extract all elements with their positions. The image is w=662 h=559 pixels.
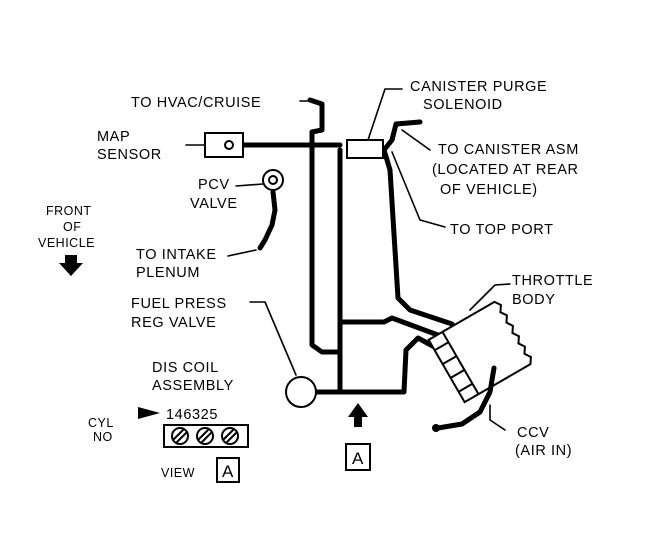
view-arrow-letter: A [352, 449, 364, 468]
cyl-label-line2: NO [93, 430, 113, 444]
front-label-line3: VEHICLE [38, 236, 95, 250]
fuel-label-line2: REG VALVE [131, 315, 216, 331]
map-label-line1: MAP [97, 129, 130, 145]
view-a-up-arrow-icon [348, 403, 368, 427]
pcv-valve-core [268, 175, 278, 185]
solenoid-leader [367, 88, 403, 141]
fuel-label-line1: FUEL PRESS [131, 296, 227, 312]
pcv-valve [262, 169, 284, 191]
canister-purge-solenoid [346, 139, 384, 159]
intake-label-line2: PLENUM [136, 265, 200, 281]
hvac-cruise-hose [307, 97, 343, 355]
canister-asm-leader [401, 129, 431, 151]
dis-label-line2: ASSEMBLY [152, 378, 234, 394]
coil-tower-3 [221, 427, 239, 445]
coil-tower-1 [171, 427, 189, 445]
canister-asm-hose [381, 119, 423, 153]
ccv-hose-end [432, 424, 440, 432]
canister-asm-label-line3: OF VEHICLE) [440, 182, 538, 198]
canister-purge-label-line1: CANISTER PURGE [410, 79, 547, 95]
cyl-firing-order: 146325 [166, 407, 218, 423]
ccv-label-line2: (AIR IN) [515, 443, 572, 459]
map-label-line2: SENSOR [97, 147, 162, 163]
canister-asm-label-line2: (LOCATED AT REAR [432, 162, 579, 178]
dis-label-line1: DIS COIL [152, 360, 219, 376]
purge-to-throttle-hose [381, 147, 455, 327]
front-label-line2: OF [63, 220, 81, 234]
pcv-label-line2: VALVE [190, 196, 238, 212]
throttle-label-line2: BODY [512, 292, 556, 308]
main-to-throttle-hose [337, 315, 449, 341]
front-label-line1: FRONT [46, 204, 92, 218]
front-arrow-icon [59, 255, 83, 276]
top-port-leader [391, 151, 446, 228]
pcv-hose [257, 189, 278, 251]
dis-coil-pack [163, 424, 249, 448]
cyl-arrow-icon [138, 407, 160, 419]
pcv-leader [235, 183, 264, 187]
cyl-label-line1: CYL [88, 416, 114, 430]
throttle-body [427, 300, 532, 404]
intake-label-line1: TO INTAKE [136, 247, 217, 263]
ccv-label-line1: CCV [517, 425, 549, 441]
fuel-press-reg-valve [285, 376, 317, 408]
ccv-hose [435, 365, 497, 431]
canister-purge-label-line2: SOLENOID [423, 97, 503, 113]
lower-throttle-hose [313, 335, 443, 395]
throttle-label-line1: THROTTLE [512, 273, 593, 289]
map-sensor-port [224, 140, 234, 150]
fuel-leader [249, 301, 297, 376]
view-arrow-letter-box [345, 443, 371, 471]
coil-tower-2 [196, 427, 214, 445]
top-port-label: TO TOP PORT [450, 222, 554, 238]
intake-leader [227, 249, 257, 257]
view-letter: A [222, 462, 234, 481]
view-label: VIEW [161, 466, 195, 480]
pcv-label-line1: PCV [198, 177, 230, 193]
throttle-leader [469, 283, 511, 311]
hvac-cruise-label: TO HVAC/CRUISE [131, 95, 261, 111]
canister-asm-label-line1: TO CANISTER ASM [438, 142, 579, 158]
view-letter-box [216, 457, 240, 483]
ccv-leader [489, 404, 506, 431]
